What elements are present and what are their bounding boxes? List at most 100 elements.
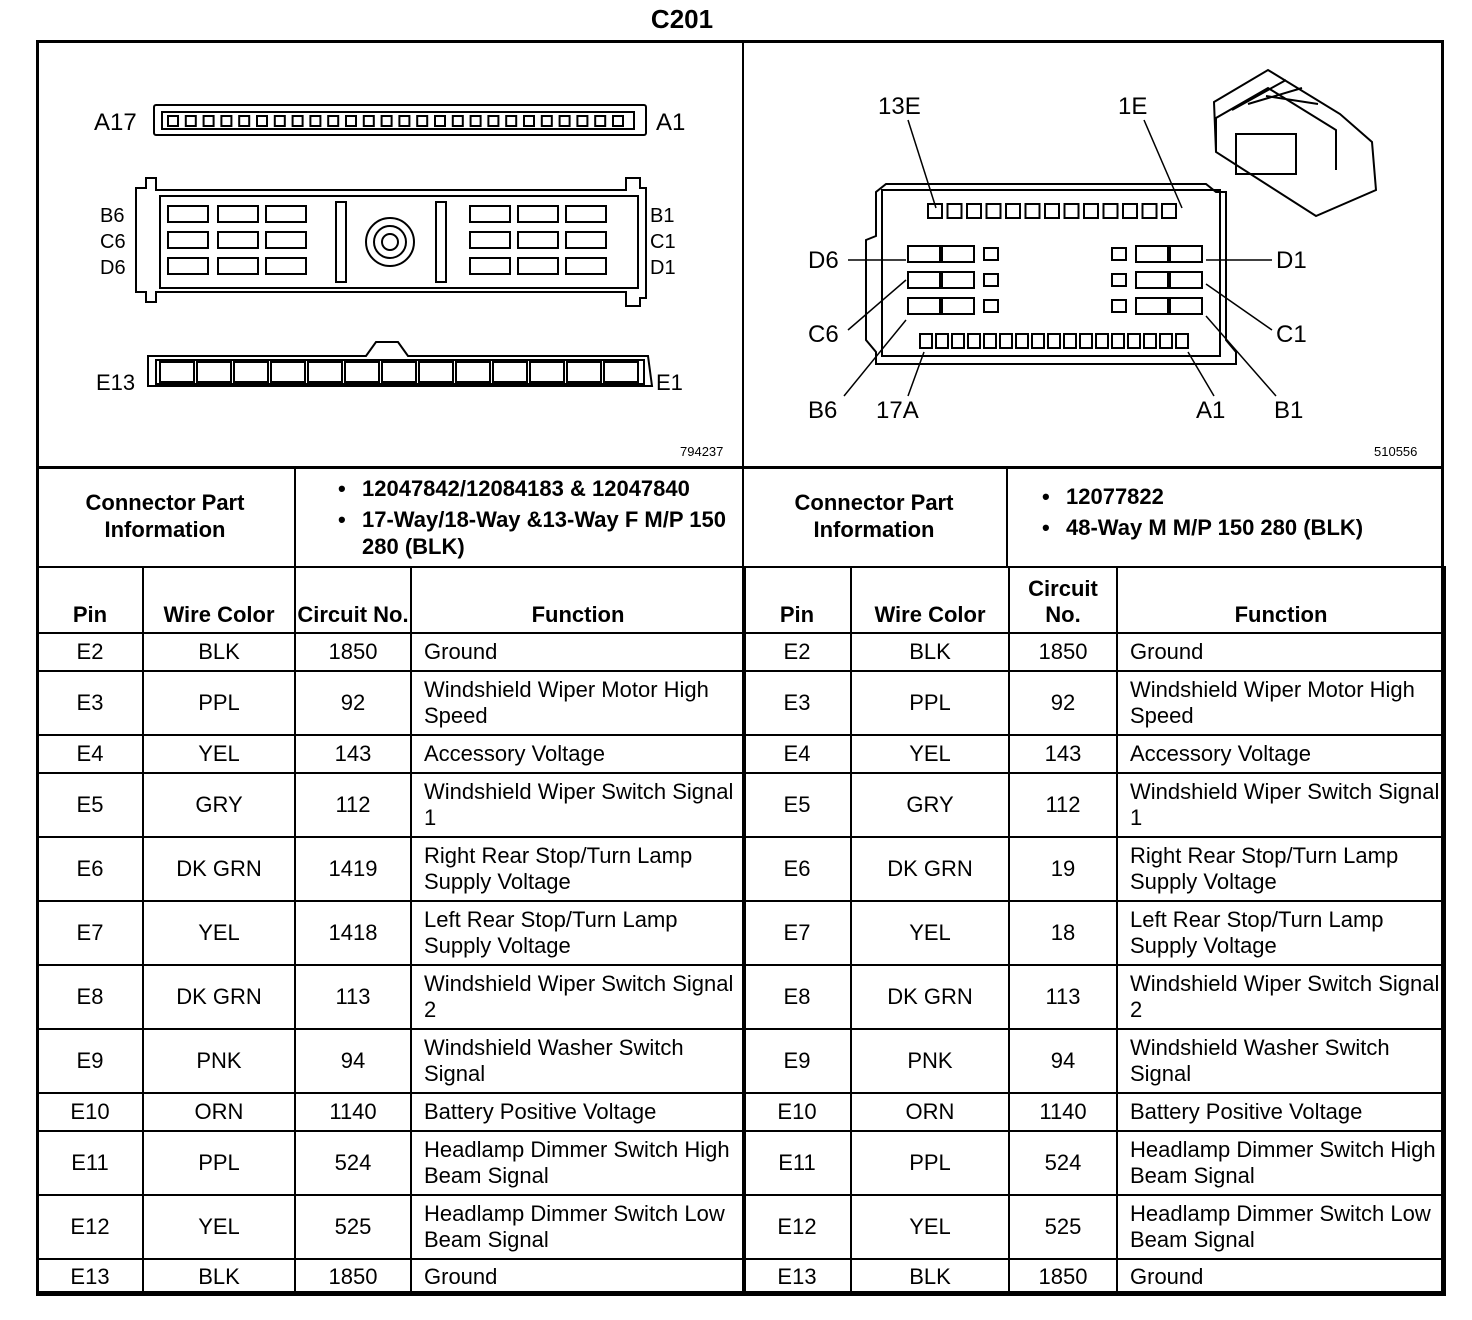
r-a-pin-cavity <box>1095 333 1109 349</box>
e-pin-cavity <box>529 361 565 383</box>
left-cell-circuit: 112 <box>294 772 412 838</box>
left-cell-wire: YEL <box>142 1194 296 1260</box>
right-cell-wire: PPL <box>850 670 1010 736</box>
right-cell-function: Right Rear Stop/Turn Lamp Supply Voltage <box>1116 836 1446 902</box>
r-e-pin-cavity <box>1141 203 1158 219</box>
r-e-pin-cavity <box>1024 203 1041 219</box>
left-cell-wire: PPL <box>142 1130 296 1196</box>
r-mid-pin-cavity <box>1135 297 1169 315</box>
label-r-17a: 17A <box>876 397 919 424</box>
right-cell-circuit: 92 <box>1008 670 1118 736</box>
right-figure-id: 510556 <box>1374 444 1417 459</box>
left-info-label: Connector Part Information <box>85 490 245 542</box>
r-a-pin-cavity <box>1111 333 1125 349</box>
left-cell-function: Left Rear Stop/Turn Lamp Supply Voltage <box>410 900 746 966</box>
right-header-wire: Wire Color <box>850 566 1010 634</box>
left-cell-wire: BLK <box>142 632 296 672</box>
left-cell-wire: DK GRN <box>142 836 296 902</box>
connector-diagrams: A17 A1 B6 C6 D6 B1 C1 D1 E13 E1 794237 1… <box>94 40 1417 466</box>
right-connector-leaders <box>843 119 1277 397</box>
left-cell-pin: E3 <box>36 670 144 736</box>
a-pin-cavity <box>576 115 589 127</box>
label-d1: D1 <box>650 257 676 279</box>
r-a-pin-cavity <box>999 333 1013 349</box>
a-pin-cavity <box>523 115 535 127</box>
right-cell-pin: E5 <box>742 772 852 838</box>
right-cell-circuit: 1850 <box>1008 1258 1118 1296</box>
left-info-item-1: 12047842/12084183 & 12047840 <box>338 475 742 502</box>
label-r-b1: B1 <box>1274 397 1303 424</box>
left-cell-wire: YEL <box>142 734 296 774</box>
bcd-pin-cavity <box>167 257 209 275</box>
r-mid-pin-cavity <box>941 271 975 289</box>
right-cell-wire: GRY <box>850 772 1010 838</box>
right-cell-circuit: 524 <box>1008 1130 1118 1196</box>
right-cell-wire: YEL <box>850 1194 1010 1260</box>
right-cell-function: Windshield Wiper Motor High Speed <box>1116 670 1446 736</box>
r-a-pin-cavity <box>919 333 933 349</box>
right-cell-pin: E3 <box>742 670 852 736</box>
a-pin-cavity <box>612 115 624 127</box>
right-info-label: Connector Part Information <box>794 490 954 542</box>
e-pin-cavity <box>270 361 306 383</box>
e-pin-cavity <box>196 361 232 383</box>
bcd-pin-cavity <box>217 257 259 275</box>
a-pin-cavity <box>184 115 197 127</box>
left-cell-function: Headlamp Dimmer Switch Low Beam Signal <box>410 1194 746 1260</box>
e-pin-cavity <box>603 361 639 383</box>
left-connector-diagram <box>135 104 654 387</box>
e-pin-cavity <box>159 361 195 383</box>
right-table-header-row: Pin Wire Color Circuit No. Function <box>742 566 1446 634</box>
a-pin-cavity <box>291 115 304 127</box>
bcd-pin-cavity <box>517 205 559 223</box>
right-cell-wire: YEL <box>850 900 1010 966</box>
label-a17: A17 <box>94 109 137 136</box>
left-cell-pin: E8 <box>36 964 144 1030</box>
left-cell-pin: E5 <box>36 772 144 838</box>
left-cell-function: Ground <box>410 1258 746 1296</box>
r-e-pin-cavity <box>1044 203 1060 219</box>
r-e-pin-cavity <box>1063 203 1080 219</box>
left-cell-circuit: 525 <box>294 1194 412 1260</box>
right-info-item-1: 12077822 <box>1042 483 1444 510</box>
label-1e: 1E <box>1118 93 1147 120</box>
left-header-circuit: Circuit No. <box>294 566 412 634</box>
left-info-label-cell: Connector Part Information <box>36 466 296 566</box>
right-header-function: Function <box>1116 566 1446 634</box>
left-cell-pin: E2 <box>36 632 144 672</box>
label-e1: E1 <box>656 370 683 395</box>
left-cell-pin: E4 <box>36 734 144 774</box>
a-pin-cavity <box>327 115 340 127</box>
label-e13: E13 <box>96 370 135 395</box>
left-header-function: Function <box>410 566 746 634</box>
a-pin-cavity <box>362 115 375 127</box>
label-a1: A1 <box>656 109 685 136</box>
left-cell-pin: E9 <box>36 1028 144 1094</box>
r-mid-pin-cavity <box>983 247 999 261</box>
label-r-c1: C1 <box>1276 321 1307 348</box>
a-pin-cavity <box>256 115 268 127</box>
r-a-pin-cavity <box>1047 333 1061 349</box>
label-r-a1: A1 <box>1196 397 1225 424</box>
r-e-pin-cavity <box>1083 203 1099 219</box>
r-mid-pin-cavity <box>1135 271 1169 289</box>
r-a-pin-cavity <box>1063 333 1077 349</box>
a-pin-cavity <box>345 115 357 127</box>
bcd-pin-cavity <box>167 231 209 249</box>
e-pin-cavity <box>492 361 528 383</box>
r-a-pin-cavity <box>935 333 949 349</box>
e-pin-cavity <box>418 361 454 383</box>
e-pin-cavity <box>566 361 602 383</box>
bcd-pin-cavity <box>517 231 559 249</box>
left-cell-pin: E12 <box>36 1194 144 1260</box>
right-connector-diagram <box>865 68 1378 365</box>
a-pin-cavity <box>202 115 215 127</box>
